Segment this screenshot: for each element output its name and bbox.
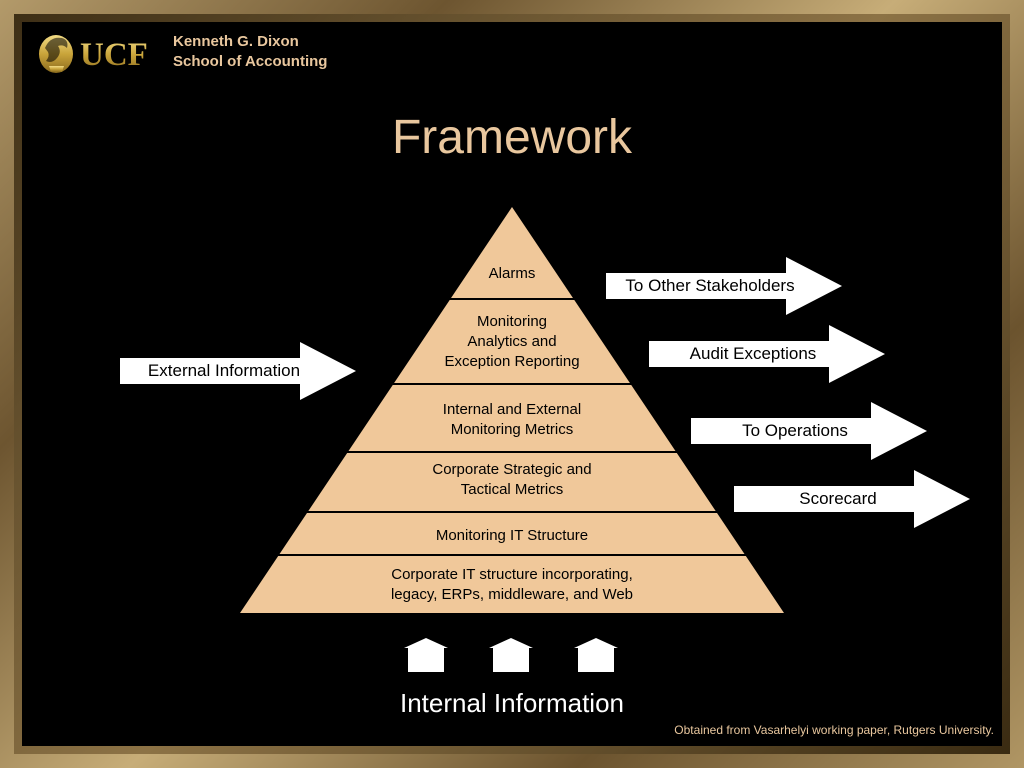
- up-arrow-icon: [574, 638, 618, 672]
- up-arrow-icon: [404, 638, 448, 672]
- tier-monitoring-metrics: Internal and External Monitoring Metrics: [442, 401, 582, 438]
- tier-it-structure: Monitoring IT Structure: [435, 527, 589, 544]
- output-label-scorecard: Scorecard: [799, 489, 877, 508]
- source-note: Obtained from Vasarhelyi working paper, …: [674, 723, 994, 737]
- output-label-operations: To Operations: [742, 421, 848, 440]
- tier-alarms: Alarms: [488, 265, 536, 282]
- tier-monitoring-analytics: Monitoring Analytics and Exception Repor…: [444, 313, 580, 370]
- logo-wordmark: UCF: [80, 37, 148, 73]
- school-name-line2: School of Accounting: [173, 53, 328, 70]
- output-arrow-operations: [691, 402, 927, 460]
- up-arrow-icon: [489, 638, 533, 672]
- school-name-line1: Kenneth G. Dixon: [173, 33, 299, 50]
- output-arrow-scorecard: [734, 470, 970, 528]
- external-information-arrow: [120, 342, 356, 400]
- output-label-stakeholders: To Other Stakeholders: [625, 276, 795, 295]
- output-arrow-stakeholders: [606, 257, 842, 315]
- internal-information-label: Internal Information: [399, 688, 624, 718]
- slide: UCF Kenneth G. Dixon School of Accountin…: [22, 22, 1002, 746]
- slide-title: Framework: [391, 111, 633, 164]
- pyramid-dividers: [278, 298, 746, 556]
- external-information-label: External Information: [147, 361, 301, 380]
- ucf-logo: UCF: [39, 35, 148, 73]
- framework-diagram: [120, 207, 970, 672]
- pegasus-icon: [39, 35, 73, 73]
- school-name: Kenneth G. Dixon School of Accounting: [173, 32, 327, 72]
- tier-strategic-metrics: Corporate Strategic and Tactical Metrics: [432, 461, 592, 498]
- output-label-audit: Audit Exceptions: [689, 344, 817, 363]
- tier-corporate-it: Corporate IT structure incorporating, le…: [390, 566, 634, 603]
- output-arrow-audit: [649, 325, 885, 383]
